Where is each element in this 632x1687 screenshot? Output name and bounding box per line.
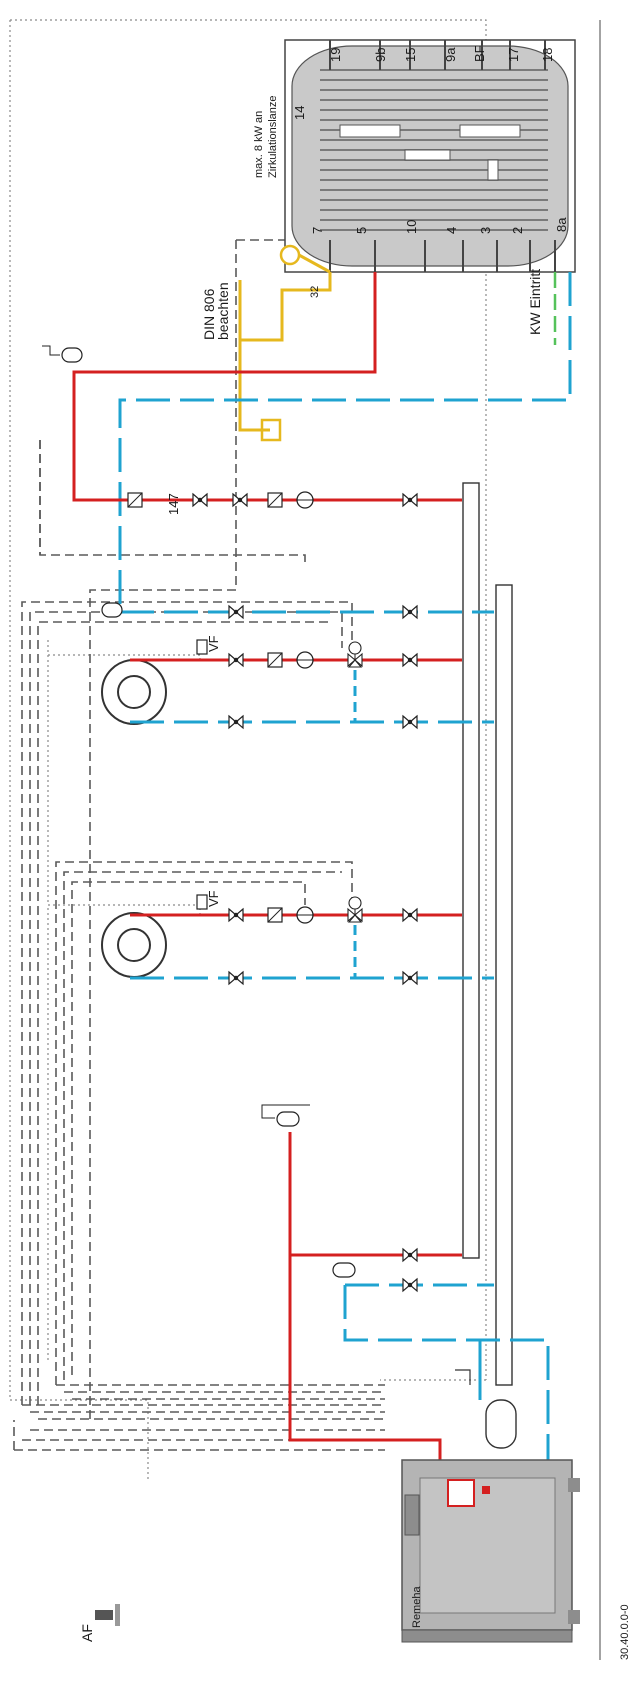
flow-sensor-label: VF <box>206 890 221 907</box>
air-vent-icon <box>101 602 123 618</box>
circulation-note-line2: Zirkulationslanze <box>267 95 279 178</box>
circulation-pump-icon <box>279 244 301 266</box>
tank-port-label: 19 <box>328 48 343 62</box>
din-note-line1: DIN 806 <box>201 288 217 340</box>
air-vent-icon <box>61 347 83 363</box>
flow-sensor-icon <box>196 894 208 910</box>
tank-port-label: 2 <box>510 227 525 234</box>
safety-valve-icon <box>455 1369 471 1385</box>
tank-port-label: BF <box>472 45 487 62</box>
tank-port-label: 9a <box>443 47 458 62</box>
tank-port-label: 5 <box>354 227 369 234</box>
drawing-code: 30.40.0.0-0 <box>619 1604 631 1660</box>
heating-circuit-1: VF <box>101 635 494 729</box>
flow-sensor-icon <box>196 639 208 655</box>
tank-charging-circuit: 147 <box>42 272 462 515</box>
circulation-note-line1: max. 8 kW an <box>253 111 265 178</box>
tank-port-label: 17 <box>506 48 521 62</box>
tank-port-label: 15 <box>403 48 418 62</box>
din-note-line2: beachten <box>215 282 231 340</box>
outdoor-sensor: AF <box>79 1604 120 1642</box>
boiler-supply-line <box>261 1104 462 1460</box>
cold-water-inlet: KW Eintritt <box>118 269 572 612</box>
heating-circuit-2: VF <box>101 890 494 985</box>
floor-line: 30.40.0.0-0 <box>599 20 631 1660</box>
tank-port-label: 4 <box>444 227 459 234</box>
outdoor-sensor-label: AF <box>79 1624 95 1642</box>
boiler-brand: Remeha <box>411 1586 423 1628</box>
expansion-vessel-icon <box>485 1399 517 1449</box>
tank-port-label: 3 <box>478 227 493 234</box>
cold-water-label: KW Eintritt <box>527 269 543 335</box>
distribution-headers <box>462 482 513 1386</box>
tank-port-label: 10 <box>404 220 419 234</box>
control-lines <box>13 239 385 1451</box>
tank-side-label: 14 <box>292 106 307 120</box>
boiler-display-icon <box>447 1479 475 1507</box>
tank-return-circuit <box>101 602 494 619</box>
air-vent-icon <box>332 1262 356 1278</box>
valve-147-label: 147 <box>166 493 181 515</box>
tank-port-label: 18 <box>540 48 555 62</box>
tank-port-label: 9b <box>373 48 388 62</box>
flow-sensor-label: VF <box>206 635 221 652</box>
boiler-return-line <box>332 1262 550 1465</box>
tap-outlet-icon <box>260 418 282 442</box>
tank-port-label: 7 <box>310 227 325 234</box>
tank-port-label: 8a <box>554 217 569 232</box>
circulation-pump-label: 32 <box>309 286 321 298</box>
boiler: Remeha <box>401 1459 580 1643</box>
outdoor-sensor-icon <box>95 1610 113 1620</box>
air-vent-icon <box>276 1111 300 1127</box>
hot-water-tank: 19 9b 15 9a BF 17 18 7 5 10 4 3 2 8a 14 <box>284 39 576 273</box>
circulation-loop: max. 8 kW an Zirkulationslanze 32 DIN 80… <box>201 95 332 442</box>
